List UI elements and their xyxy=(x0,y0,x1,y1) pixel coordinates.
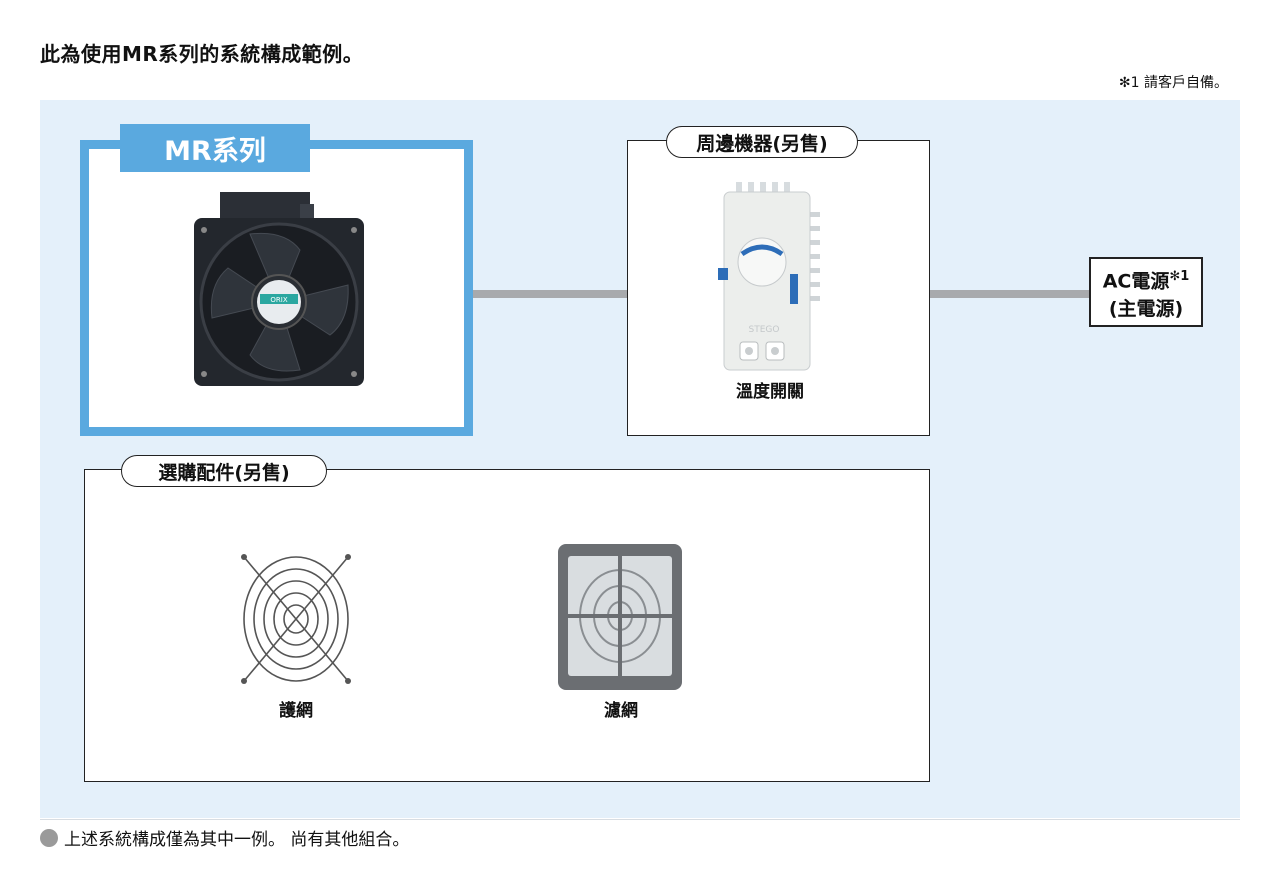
ac-power-box: AC電源✻1 (主電源) xyxy=(1089,257,1203,327)
svg-text:STEGO: STEGO xyxy=(749,325,780,335)
svg-text:ORIX: ORIX xyxy=(270,296,287,304)
page-title: 此為使用MR系列的系統構成範例。 xyxy=(40,42,364,66)
fan-image: ORIX xyxy=(194,192,364,386)
ac-power-label: AC電源 xyxy=(1102,270,1170,293)
fan-guard-label: 護網 xyxy=(279,701,313,721)
filter-label: 濾網 xyxy=(604,701,638,721)
thermostat-label: 溫度開關 xyxy=(736,382,804,402)
footnote: ✻1 請客戶自備。 xyxy=(1118,75,1228,91)
ac-power-sublabel: (主電源) xyxy=(1108,298,1184,321)
bullet-icon xyxy=(40,828,58,847)
ac-power-footnote-mark: ✻1 xyxy=(1169,269,1190,284)
accessories-box xyxy=(84,469,930,782)
footer-note: 上述系統構成僅為其中一例。 尚有其他組合。 xyxy=(40,825,409,850)
filter-image xyxy=(558,544,682,690)
peripheral-title: 周邊機器(另售) xyxy=(666,126,858,158)
accessories-title: 選購配件(另售) xyxy=(121,455,327,487)
mr-series-tab: MR系列 xyxy=(120,124,310,172)
footer-divider xyxy=(40,819,1240,820)
footer-text: 上述系統構成僅為其中一例。 尚有其他組合。 xyxy=(64,830,410,850)
thermostat-image: STEGO xyxy=(718,182,820,371)
fan-guard-image xyxy=(241,554,351,684)
